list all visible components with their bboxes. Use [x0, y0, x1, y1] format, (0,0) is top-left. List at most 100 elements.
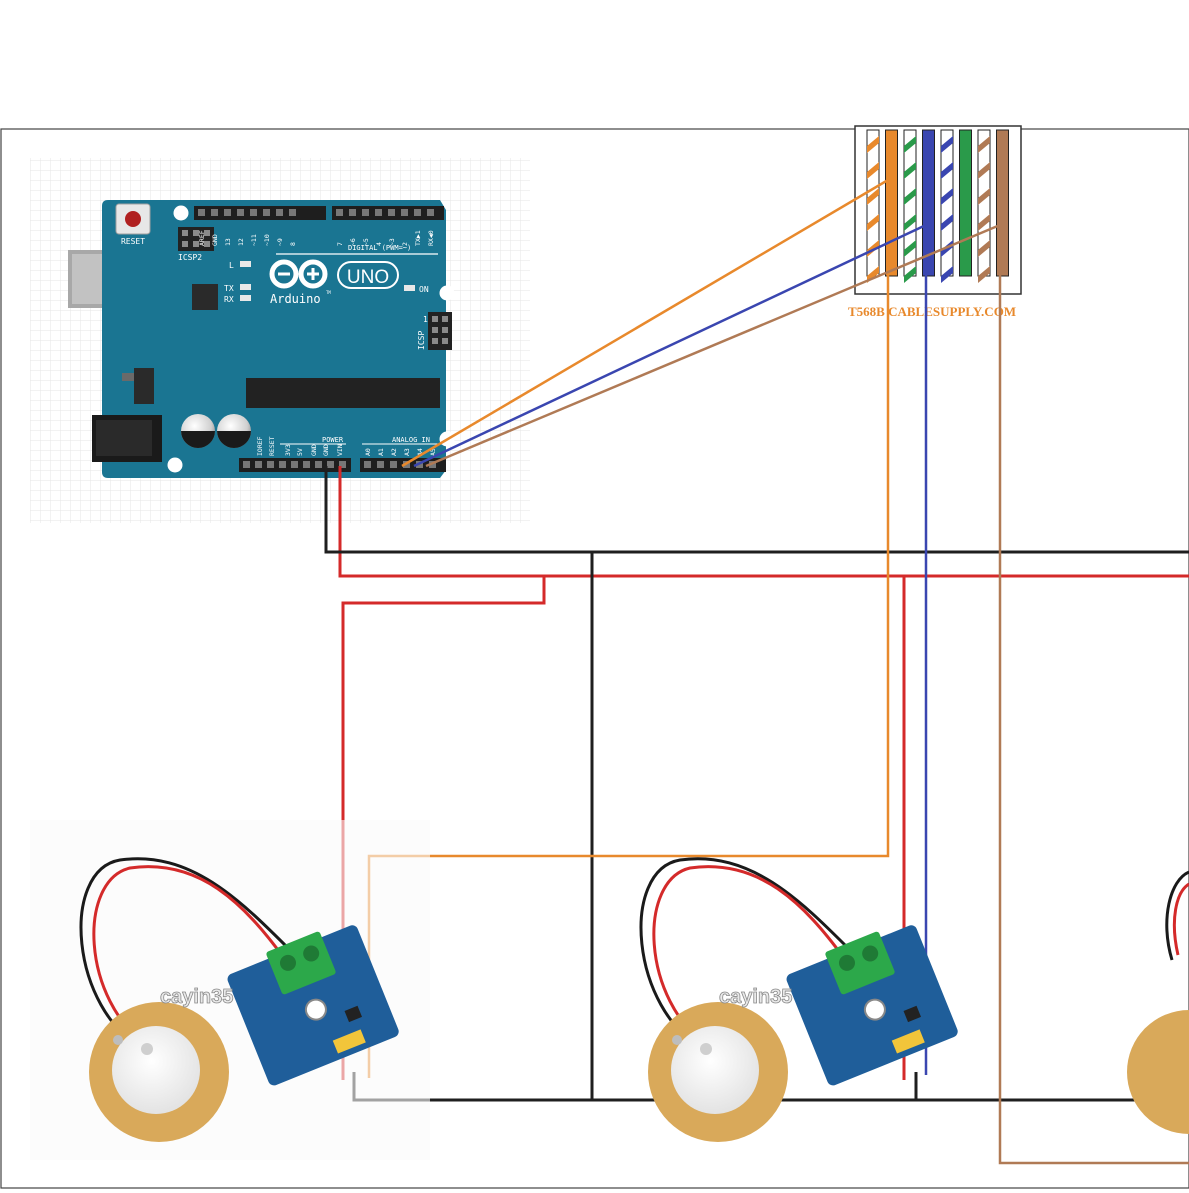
screw-terminal: [825, 931, 895, 995]
led-tx: [240, 284, 251, 290]
piezo-lead-red: [92, 865, 286, 1050]
analog-header-label: ANALOG IN: [392, 436, 430, 444]
header-pin: [336, 209, 343, 216]
cable-strand-stripe: [941, 136, 953, 153]
icsp-header: [428, 312, 452, 350]
uno-badge: [337, 261, 399, 289]
sensor-watermark: cayin35: [719, 986, 792, 1008]
led-l: [240, 261, 251, 267]
cable-strand-stripe: [904, 162, 916, 179]
header-pin: [243, 461, 250, 468]
header-pin: [267, 461, 274, 468]
reset-label: RESET: [121, 237, 145, 246]
digital-pin-label: 4: [375, 242, 383, 246]
header-pin: [427, 209, 434, 216]
header-pin: [211, 209, 218, 216]
header-pin: [362, 209, 369, 216]
power-pin-label: 5V: [296, 448, 304, 456]
header-pin: [349, 209, 356, 216]
cable-strand-stripe: [904, 188, 916, 205]
header-pin: [327, 461, 334, 468]
digital-pin-label: RX◀0: [427, 230, 435, 246]
header-pin: [303, 461, 310, 468]
blue-signal-wire: [413, 223, 928, 1075]
power-pin-label: IOREF: [256, 436, 264, 456]
mount-hole: [173, 205, 189, 221]
header-pin: [377, 461, 384, 468]
brown-wire-sensor-3: [998, 260, 1189, 1165]
led-rx: [240, 295, 251, 301]
analog-pin-label: A1: [377, 448, 385, 456]
header-pin: [255, 461, 262, 468]
led-l-label: L: [229, 261, 234, 270]
led-tx-label: TX: [224, 284, 234, 293]
ethernet-cable-t568b: T568B CABLESUPPLY.COM: [848, 125, 1022, 319]
piezo-lead-black: [639, 857, 852, 1052]
piezo-lead-black: [1165, 870, 1189, 961]
led-on-label: ON: [419, 285, 429, 294]
piezo-solder-point: [113, 1035, 123, 1045]
digital-header-pins: [198, 209, 434, 216]
cable-strand-stripe: [904, 240, 916, 257]
piezo-solder-point: [700, 1043, 712, 1055]
power-header-label: POWER: [322, 436, 344, 444]
icsp-label: ICSP: [417, 331, 426, 350]
digital-pin-label: GND: [211, 234, 219, 246]
arduino-wordmark: Arduino: [270, 292, 321, 306]
cable-strand-stripe: [941, 162, 953, 179]
capacitor: [181, 414, 215, 448]
blue-wire-diagonal: [413, 223, 927, 468]
cable-strand-stripe: [904, 266, 916, 283]
uno-label: UNO: [347, 267, 389, 288]
digital-pin-label: 8: [289, 242, 297, 246]
analog-pin-label: A4: [416, 448, 424, 456]
analog-pin-label: A5: [429, 448, 437, 456]
digital-pin-label: ~10: [263, 234, 271, 246]
icsp2-label: ICSP2: [178, 253, 202, 262]
cable-strand: [996, 129, 1009, 277]
header-pin: [279, 461, 286, 468]
cable-strand-stripe: [978, 162, 990, 179]
analog-pin-label: A2: [390, 448, 398, 456]
header-pin: [390, 461, 397, 468]
analog-pin-label: A0: [364, 448, 372, 456]
header-pin: [237, 209, 244, 216]
board-body: [102, 200, 446, 478]
sensor-watermark: cayin35: [160, 986, 233, 1008]
piezo-brass-ring: [1127, 1010, 1189, 1134]
power-pin-label: RESET: [268, 436, 276, 456]
piezo-ceramic-disc: [671, 1026, 759, 1114]
cable-strand: [885, 129, 898, 277]
power-pin-label: VIN: [336, 444, 344, 456]
header-pin: [339, 461, 346, 468]
cable-label: T568B CABLESUPPLY.COM: [848, 304, 1016, 319]
led-rx-label: RX: [224, 295, 234, 304]
piezo-solder-point: [141, 1043, 153, 1055]
digital-pin-label: TX▶1: [414, 230, 422, 246]
orange-wire-diagonal: [401, 178, 889, 468]
header-pin: [289, 209, 296, 216]
digital-pin-label: 7: [336, 242, 344, 246]
piezo-sensor-2: cayin35: [639, 857, 958, 1142]
header-pin: [414, 209, 421, 216]
piezo-module-board: [786, 925, 958, 1086]
dc-jack-face: [96, 420, 152, 456]
header-pin: [401, 209, 408, 216]
reset-button-cap[interactable]: [125, 211, 141, 227]
regulator-tab: [122, 373, 138, 381]
led-on: [404, 285, 415, 291]
cable-strand-stripe: [978, 136, 990, 153]
digital-header-label: DIGITAL (PWM=~): [348, 244, 411, 252]
piezo-lead-red: [652, 865, 846, 1050]
mount-hole: [439, 285, 455, 301]
cable-strand-stripe: [941, 214, 953, 231]
black-wire-rail: [324, 466, 1189, 554]
power-pin-label: GND: [310, 444, 318, 456]
cable-strand: [959, 129, 972, 277]
trademark-label: TM: [326, 290, 331, 295]
